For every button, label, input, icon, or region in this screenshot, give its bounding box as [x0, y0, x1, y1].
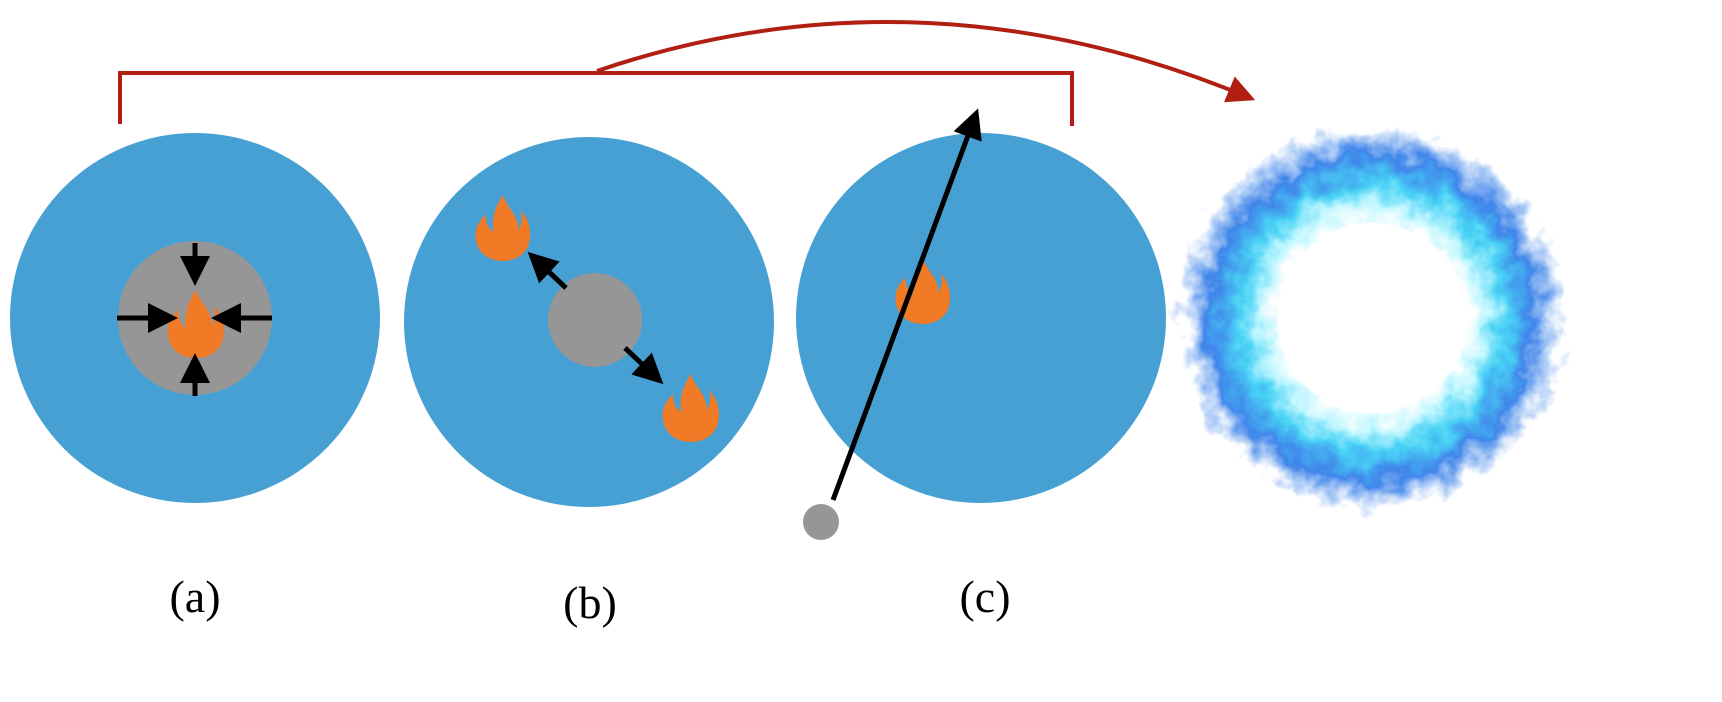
disk-c — [796, 133, 1166, 503]
arrow-trajectory-icon — [830, 108, 982, 501]
label-c: (c) — [959, 571, 1010, 622]
panel-b: (b) — [404, 137, 774, 628]
panel-c: (c) — [796, 108, 1166, 622]
incoming-particle — [803, 504, 839, 540]
label-a: (a) — [169, 571, 220, 622]
blue-burst-ring-icon — [1180, 126, 1564, 510]
core-b — [548, 273, 642, 367]
curved-red-arrow — [596, 20, 1256, 103]
label-b: (b) — [563, 577, 617, 628]
arrow-outward-icon — [527, 251, 664, 385]
grouping-bracket — [118, 20, 1256, 126]
panel-a: (a) — [10, 133, 380, 622]
arrow-inward-icon — [117, 243, 272, 396]
